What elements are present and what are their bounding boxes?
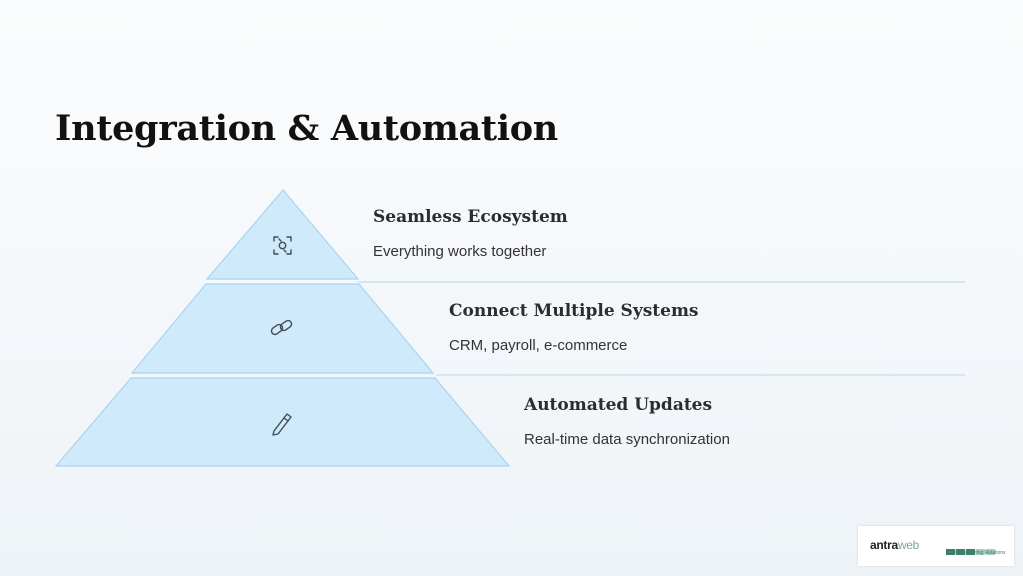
logo-tagline: Building Lasting Relations bbox=[948, 550, 1006, 556]
pyramid-tier-bottom bbox=[54, 377, 511, 467]
tier-description: CRM, payroll, e-commerce bbox=[449, 337, 628, 354]
tier-label-top: Seamless Ecosystem Everything works toge… bbox=[373, 207, 568, 260]
tier-heading: Connect Multiple Systems bbox=[449, 301, 699, 321]
pen-icon bbox=[272, 413, 292, 436]
tier-description: Everything works together bbox=[373, 243, 547, 260]
link-icon bbox=[270, 319, 293, 336]
logo-wordmark: antraweb bbox=[870, 538, 919, 552]
tier-label-middle: Connect Multiple Systems CRM, payroll, e… bbox=[449, 301, 699, 354]
pyramid-tier-top bbox=[205, 189, 360, 280]
page-title: Integration & Automation bbox=[55, 108, 558, 149]
tier-label-bottom: Automated Updates Real-time data synchro… bbox=[524, 395, 730, 448]
company-logo: antraweb Building Lasting Relations bbox=[858, 526, 1014, 566]
ecosystem-icon bbox=[273, 236, 292, 255]
tier-heading: Seamless Ecosystem bbox=[373, 207, 568, 227]
logo-bars-icon bbox=[946, 542, 996, 560]
tier-description: Real-time data synchronization bbox=[524, 431, 730, 448]
tier-heading: Automated Updates bbox=[524, 395, 713, 415]
